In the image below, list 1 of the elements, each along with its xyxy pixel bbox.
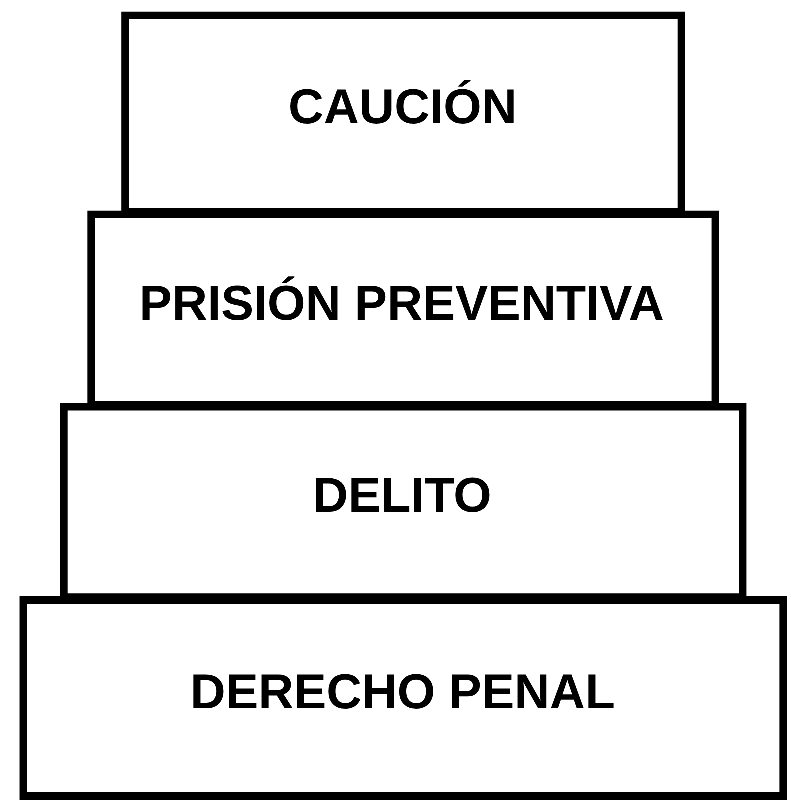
node-box: DERECHO PENAL [19, 596, 787, 800]
